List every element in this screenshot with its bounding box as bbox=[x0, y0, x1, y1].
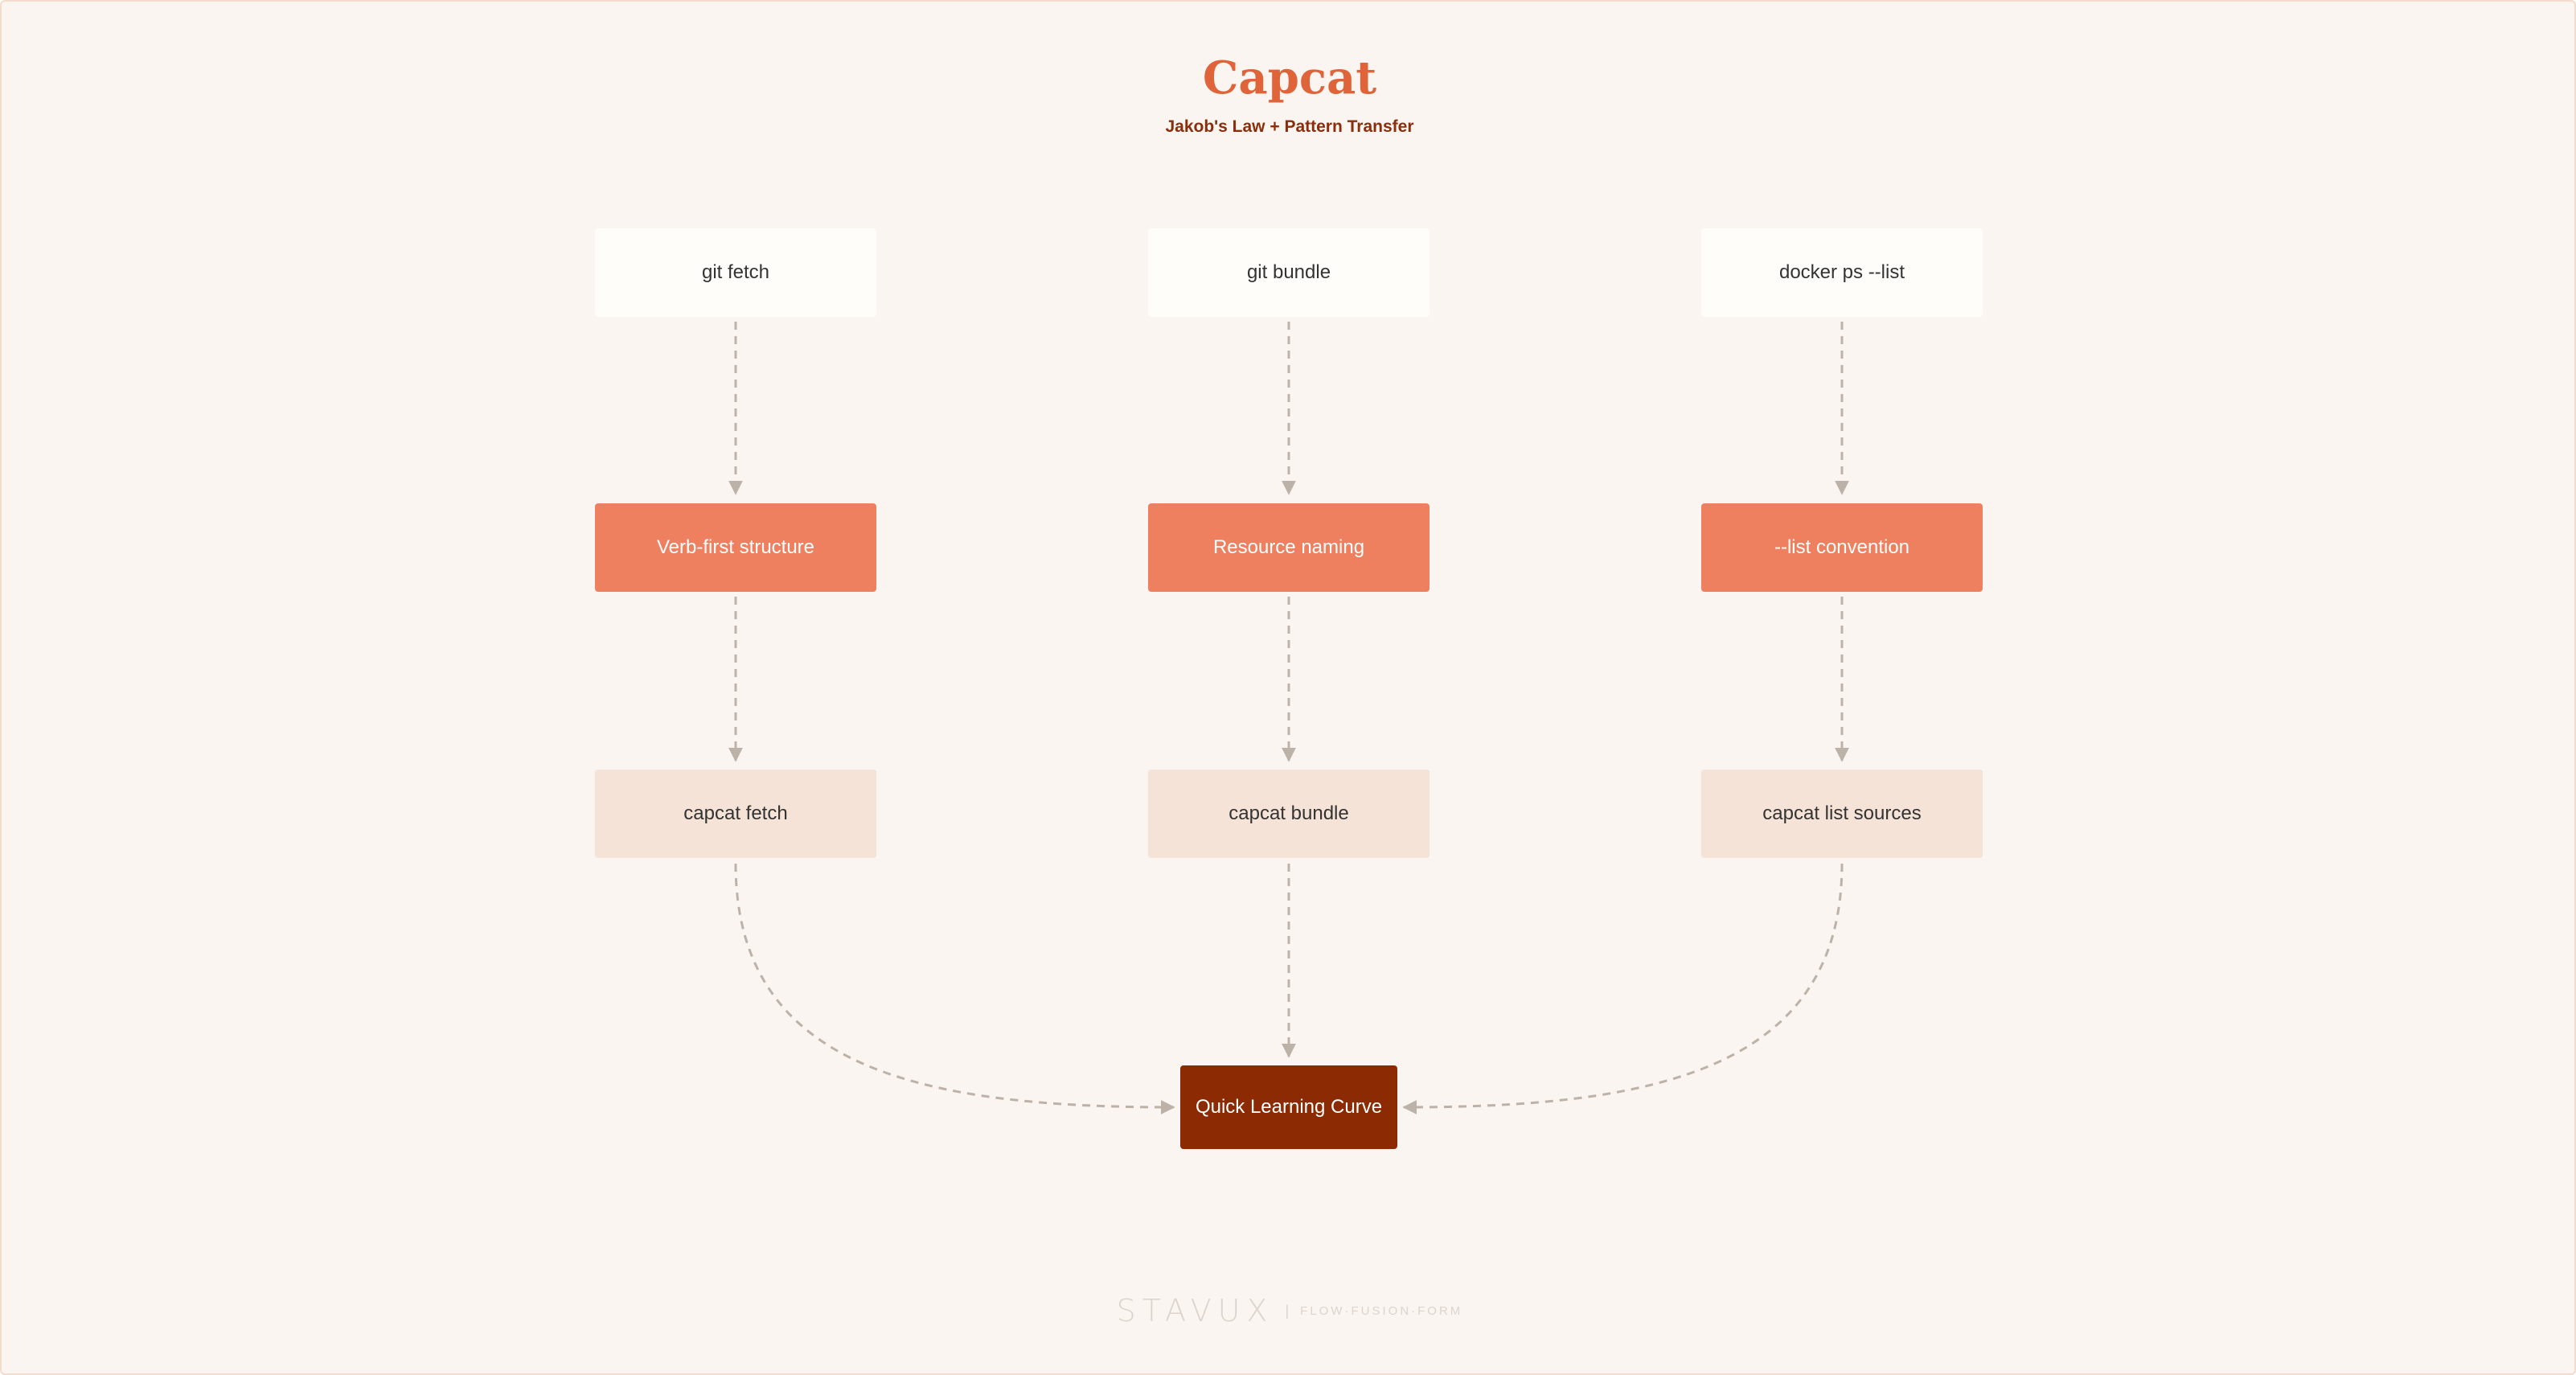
node-quick-learning-curve: Quick Learning Curve bbox=[1180, 1065, 1397, 1149]
brand-tagline: FLOW·FUSION·FORM bbox=[1300, 1303, 1463, 1318]
edge-capcat-list-sources-to-outcome bbox=[1402, 863, 1844, 1114]
node-capcat-bundle: capcat bundle bbox=[1148, 770, 1430, 858]
brand-footer: STAVUX | FLOW·FUSION·FORM bbox=[2, 1293, 2574, 1328]
node-git-bundle: git bundle bbox=[1148, 228, 1430, 317]
edge-capcat-fetch-to-outcome bbox=[734, 863, 1175, 1114]
diagram-subtitle: Jakob's Law + Pattern Transfer bbox=[1165, 117, 1414, 136]
diagram-title: Capcat bbox=[1202, 51, 1377, 105]
node-verb-first-structure: Verb-first structure bbox=[595, 503, 876, 592]
node-capcat-fetch: capcat fetch bbox=[595, 770, 876, 858]
brand-logo: STAVUX bbox=[1116, 1293, 1274, 1328]
node-git-fetch: git fetch bbox=[595, 228, 876, 317]
node-resource-naming: Resource naming bbox=[1148, 503, 1430, 592]
node-capcat-list-sources: capcat list sources bbox=[1701, 770, 1983, 858]
node-list-convention: --list convention bbox=[1701, 503, 1983, 592]
brand-separator: | bbox=[1285, 1302, 1290, 1319]
node-docker-ps-list: docker ps --list bbox=[1701, 228, 1983, 317]
